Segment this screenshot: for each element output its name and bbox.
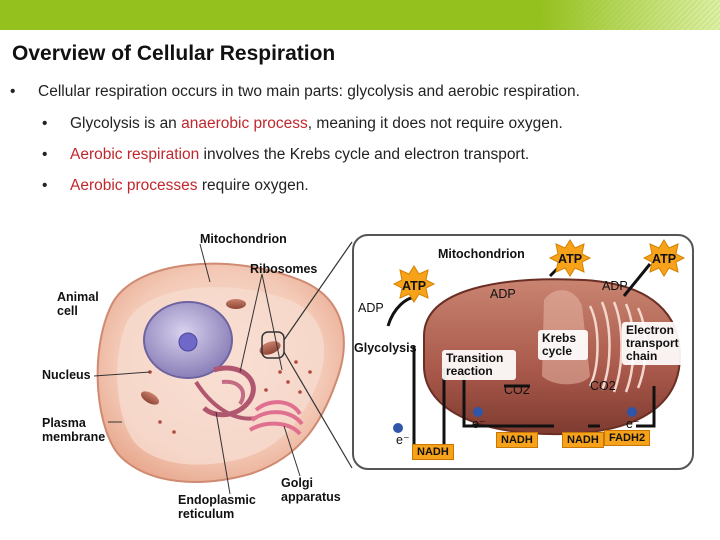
sub3-highlight: Aerobic processes [70,177,198,194]
sub1-highlight: anaerobic process [181,115,308,132]
animal-cell-illustration [93,241,353,495]
panel-title: Mitochondrion [438,247,525,261]
fadh2-box: FADH2 [604,430,651,446]
electron-label-3: e⁻ [626,417,640,431]
electron-label-1: e⁻ [396,433,410,447]
top-banner [0,0,720,30]
label-er: Endoplasmic reticulum [178,493,256,521]
bullet-sub-2: • Aerobic respiration involves the Krebs… [10,145,700,164]
bullet-list: • Cellular respiration occurs in two mai… [10,82,700,195]
electron-label-2: e⁻ [472,417,486,431]
co2-label-1: CO2 [504,383,530,397]
nadh-box-2: NADH [496,432,538,448]
label-animal-cell: Animal cell [57,290,99,318]
adp-label-1: ADP [358,301,384,315]
atp-label-3: ATP [652,252,677,266]
bullet-sub-1: • Glycolysis is an anaerobic process, me… [10,114,700,133]
electron-transport-label: Electron transport chain [622,322,692,365]
label-golgi: Golgi apparatus [281,476,341,504]
sub3-post: require oxygen. [197,177,309,194]
label-nucleus: Nucleus [42,368,91,382]
nucleolus [178,332,198,352]
atp-label-1: ATP [402,279,427,293]
bullet-dot: • [10,83,16,100]
atp-label-2: ATP [558,252,583,266]
slide-title: Overview of Cellular Respiration [12,42,336,65]
adp-label-2: ADP [490,287,516,301]
glycolysis-label: Glycolysis [354,341,417,355]
label-plasma-membrane: Plasma membrane [42,416,106,444]
top-banner-solid [0,0,540,30]
bullet-dot: • [42,177,48,194]
sub1-post: , meaning it does not require oxygen. [307,115,563,132]
krebs-cycle-label: Krebs cycle [538,330,588,360]
bullet-dot: • [42,115,48,132]
label-ribosomes: Ribosomes [250,262,318,276]
sub1-pre: Glycolysis is an [70,115,182,132]
mitochondrion-panel: Mitochondrion ATP ATP ATP ADP ADP ADP Gl… [352,234,694,470]
adp-label-3: ADP [602,279,628,293]
bullet-main-text: Cellular respiration occurs in two main … [38,83,580,100]
label-mitochondrion: Mitochondrion [200,232,287,246]
co2-label-2: CO2 [590,379,616,393]
bullet-dot: • [42,146,48,163]
bullet-main: • Cellular respiration occurs in two mai… [10,82,700,101]
sub2-highlight: Aerobic respiration [70,146,200,163]
transition-reaction-label: Transition reaction [442,350,516,380]
nadh-box-3: NADH [562,432,604,448]
top-banner-fade [540,0,720,30]
nadh-box-1: NADH [412,444,454,460]
sub2-post: involves the Krebs cycle and electron tr… [199,146,530,163]
bullet-sub-3: • Aerobic processes require oxygen. [10,176,700,195]
